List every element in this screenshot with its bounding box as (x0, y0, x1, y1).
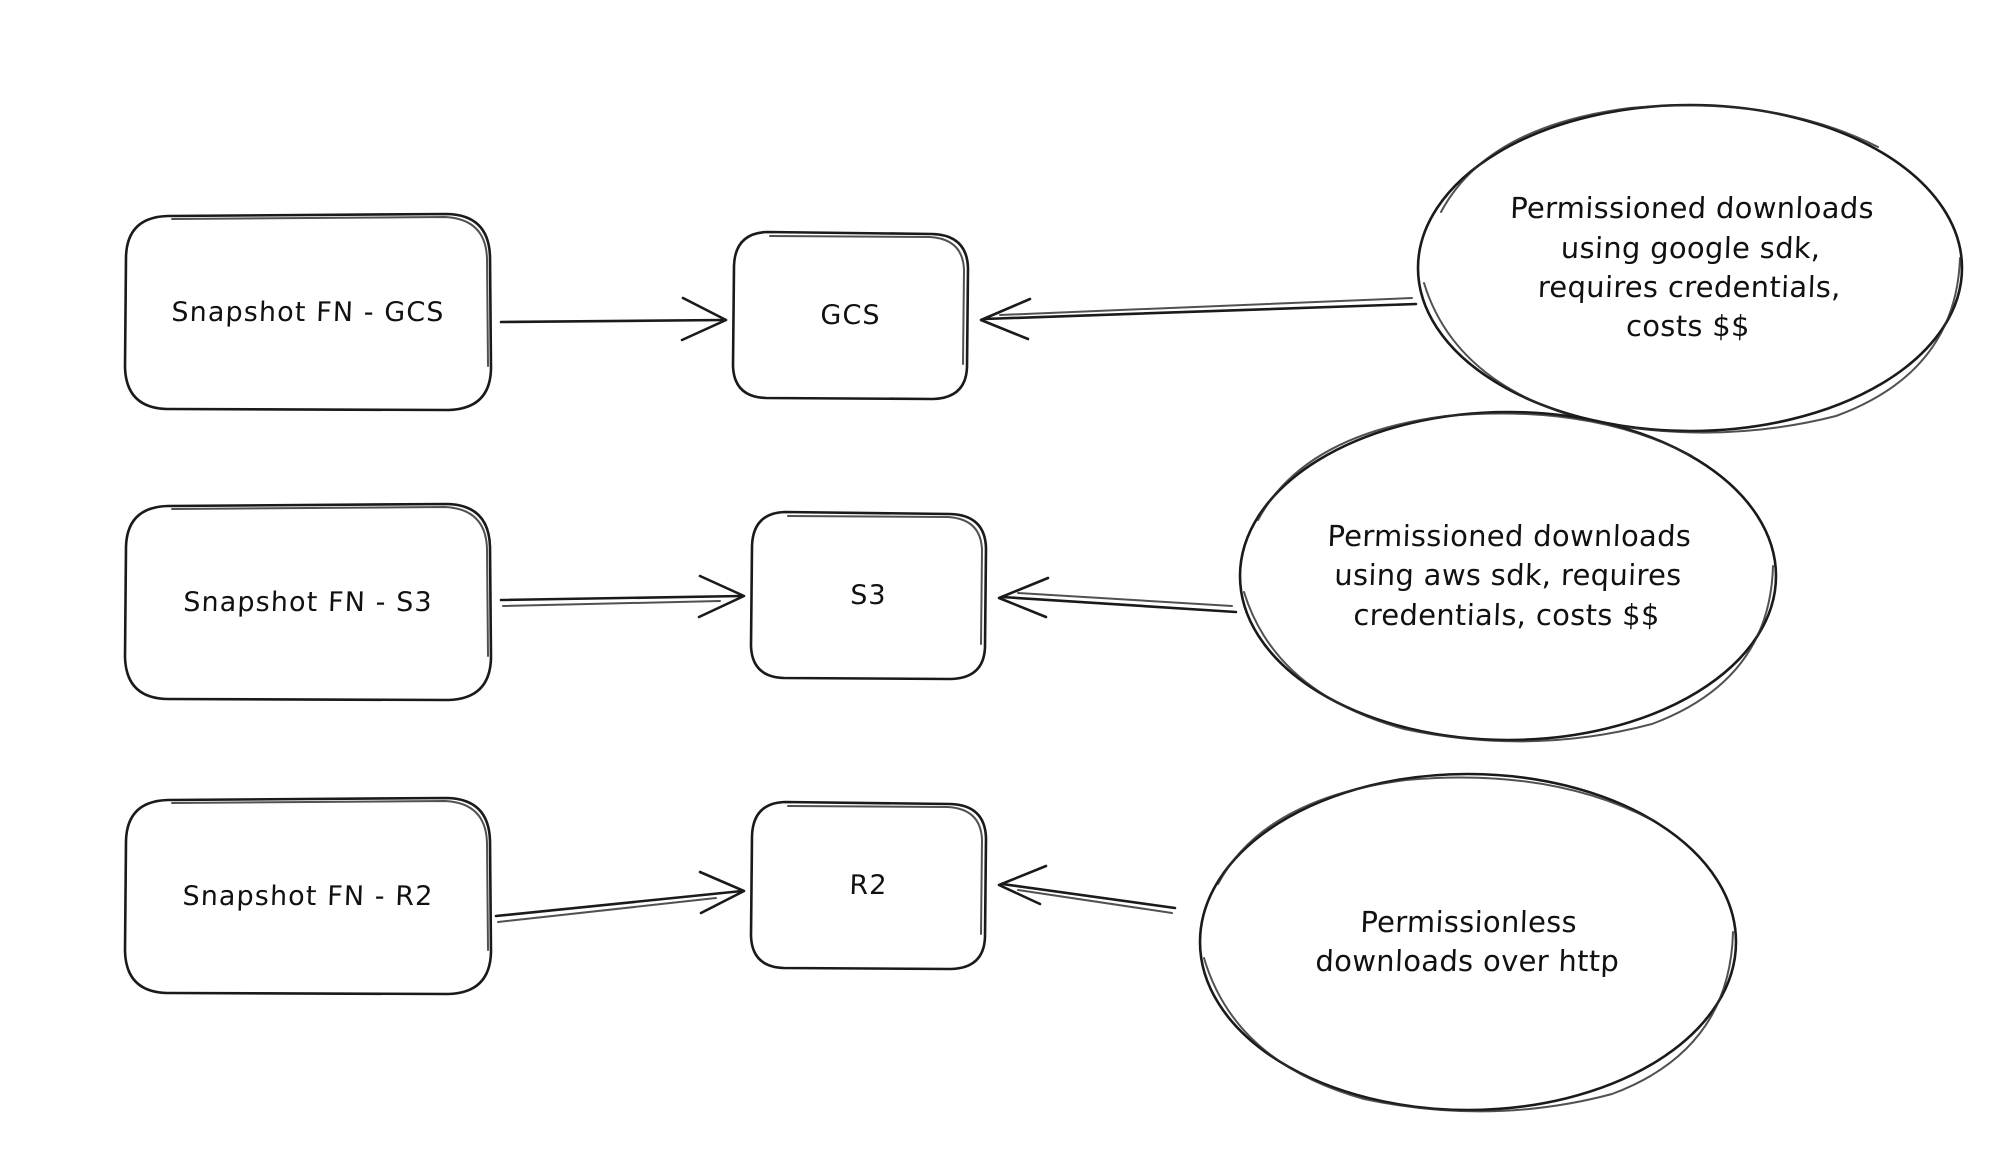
note-s3-shape[interactable] (1238, 410, 1778, 743)
source-node-snapshot-fn-r2-shape[interactable] (123, 796, 493, 996)
edge-note-r2-to-r2 (997, 864, 1177, 914)
edge-fn-gcs-to-gcs (499, 296, 728, 342)
storage-node-r2-shape[interactable] (749, 800, 988, 971)
source-node-snapshot-fn-s3-shape[interactable] (123, 502, 493, 702)
edge-note-s3-to-s3 (997, 576, 1238, 619)
note-gcs-shape[interactable] (1416, 103, 1964, 434)
storage-node-gcs-shape[interactable] (731, 230, 970, 401)
note-r2-shape[interactable] (1198, 772, 1738, 1113)
edge-fn-s3-to-s3 (499, 574, 746, 619)
edge-fn-r2-to-r2 (494, 870, 746, 923)
source-node-snapshot-fn-gcs-shape[interactable] (123, 212, 493, 412)
edge-note-gcs-to-gcs (979, 297, 1418, 341)
storage-node-s3-shape[interactable] (749, 510, 988, 681)
